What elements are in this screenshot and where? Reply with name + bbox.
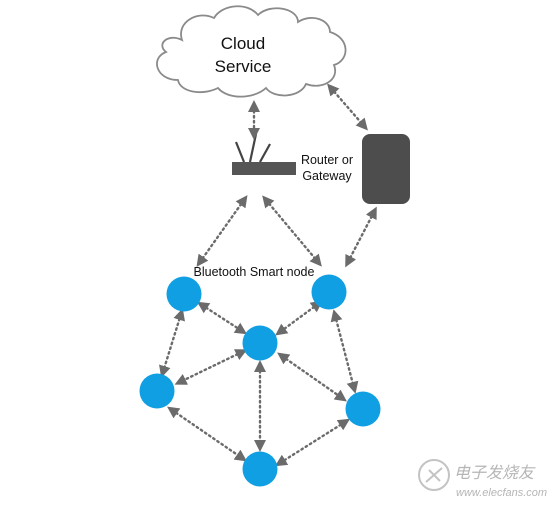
watermark-cn: 电子发烧友 (454, 463, 536, 482)
bluetooth-nodes (139, 274, 381, 487)
router: Router or Gateway (232, 133, 353, 183)
node-label: Bluetooth Smart node (194, 265, 315, 279)
link-n5-n4 (274, 418, 351, 467)
bluetooth-node-5 (345, 391, 381, 427)
cloud-label-line1: Cloud (221, 34, 265, 53)
bluetooth-node-4 (242, 451, 278, 487)
link-n1-n3 (159, 308, 185, 378)
link-center-n5 (277, 352, 347, 402)
link-n2-center (275, 300, 323, 336)
router-label-line2: Gateway (302, 169, 352, 183)
link-n1-center (196, 301, 248, 335)
elecfans-logo-icon (418, 459, 450, 491)
router-icon (232, 133, 296, 175)
link-center-n3 (174, 349, 248, 385)
cloud-service: Cloud Service (156, 5, 347, 98)
link-router-node-right (262, 195, 322, 267)
bluetooth-node-3 (139, 373, 175, 409)
link-device-node-right (345, 206, 377, 268)
watermark-en: www.elecfans.com (456, 487, 547, 499)
link-router-node-left (196, 195, 248, 267)
connection-links (159, 83, 377, 467)
bluetooth-node-2 (311, 274, 347, 310)
cloud-shape (156, 5, 347, 98)
cloud-label-line2: Service (215, 57, 272, 76)
bluetooth-node-1 (166, 276, 202, 312)
watermark: 电子发烧友 www.elecfans.com (418, 459, 547, 499)
link-n3-n4 (167, 406, 247, 462)
link-n2-n5 (330, 309, 359, 394)
link-cloud-device (327, 83, 368, 131)
bluetooth-node-center (242, 325, 278, 361)
mobile-device-icon (362, 134, 410, 204)
router-label-line1: Router or (301, 153, 353, 167)
